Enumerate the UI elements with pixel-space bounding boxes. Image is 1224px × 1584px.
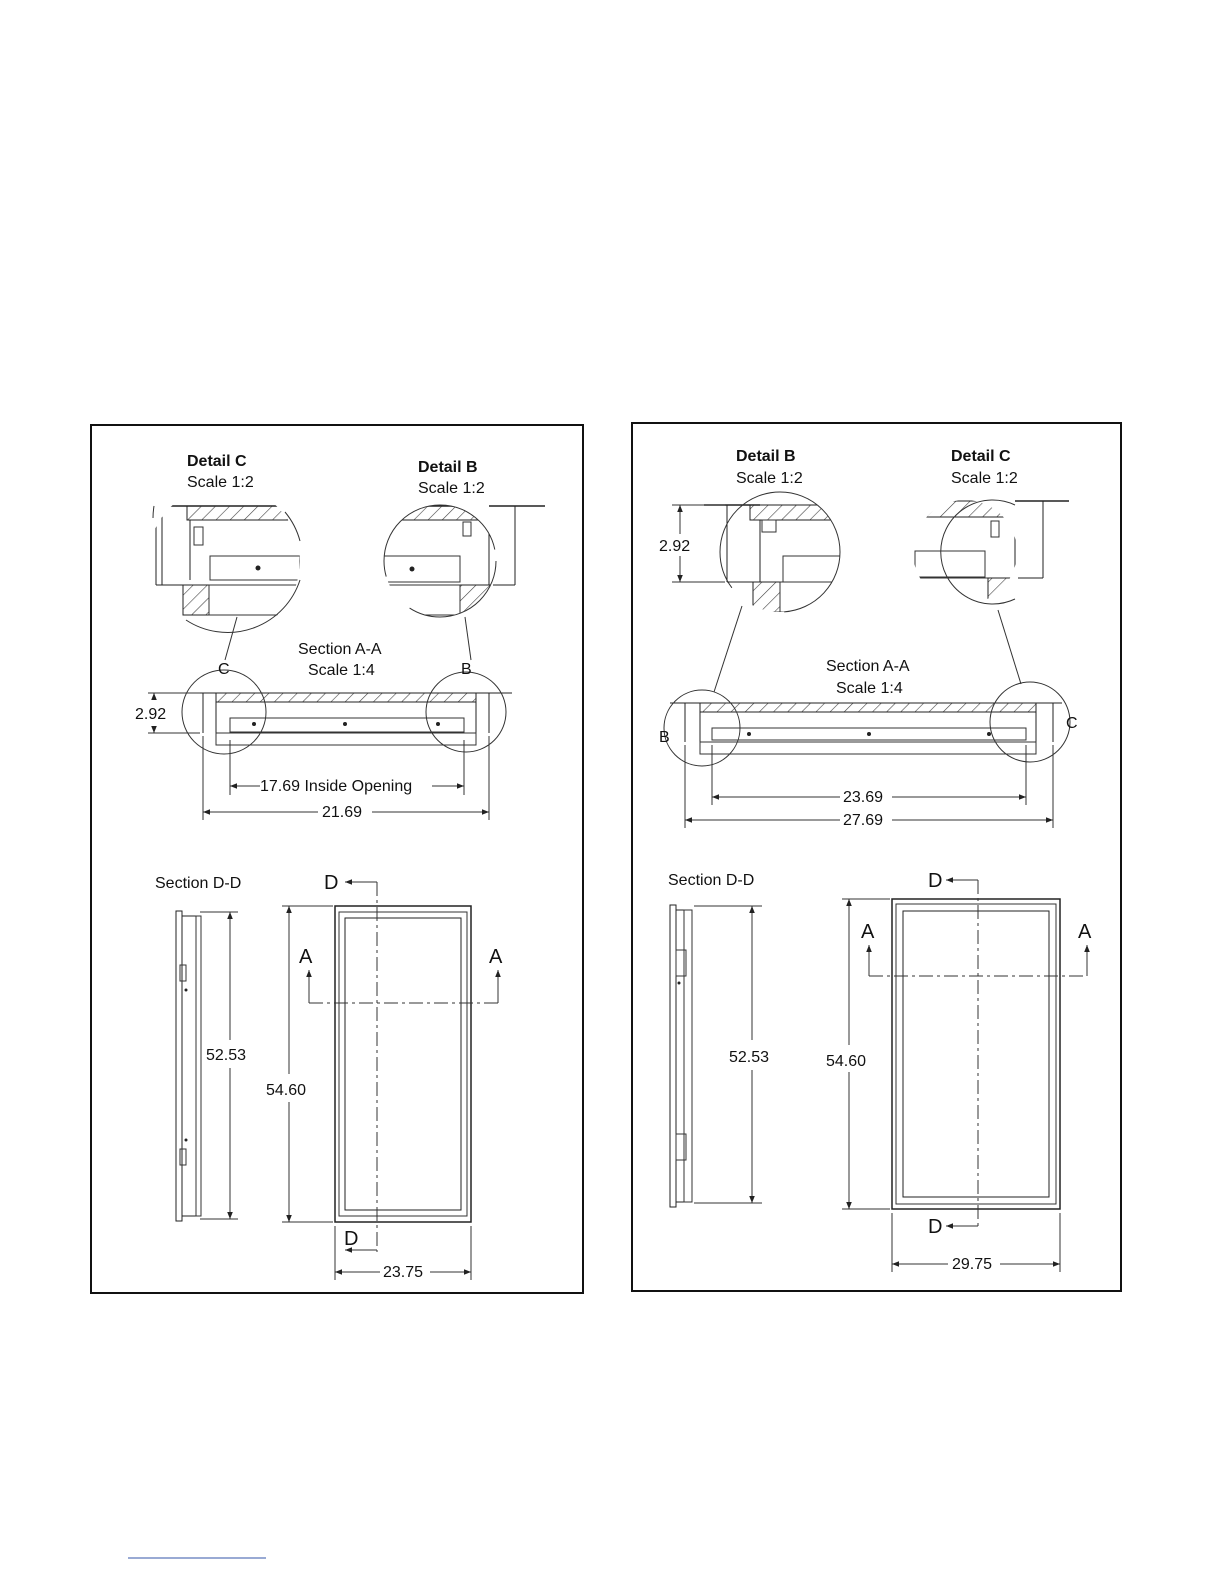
right-dim-front-h: 54.60 <box>826 1053 866 1070</box>
right-detail-c-scale: Scale 1:2 <box>951 470 1018 487</box>
left-detail-c-title: Detail C <box>187 453 247 470</box>
right-mark-d-bottom: D <box>928 1216 942 1238</box>
left-panel-frame <box>91 425 583 1293</box>
right-detail-c: Detail C Scale 1:2 <box>915 448 1069 608</box>
right-section-dd-title: Section D-D <box>668 872 754 889</box>
left-section-aa-title: Section A-A <box>298 641 382 658</box>
right-dim-front-w: 29.75 <box>952 1256 992 1273</box>
right-panel: Detail B Scale 1:2 2.92 Detail C <box>632 423 1121 1291</box>
left-detail-c-scale: Scale 1:2 <box>187 474 254 491</box>
right-section-aa: Section A-A Scale 1:4 B C 23.69 <box>659 658 1078 829</box>
left-panel: Detail C Scale 1:2 Detail B Scal <box>91 425 583 1293</box>
left-dim-height: 2.92 <box>135 706 166 723</box>
right-detail-c-title: Detail C <box>951 448 1011 465</box>
right-mark-a-right: A <box>1078 921 1092 943</box>
left-mark-a-left: A <box>299 946 313 968</box>
right-detail-b-title: Detail B <box>736 448 796 465</box>
right-section-aa-scale: Scale 1:4 <box>836 680 903 697</box>
left-dim-front-w: 23.75 <box>383 1264 423 1281</box>
left-detail-b-scale: Scale 1:2 <box>418 480 485 497</box>
right-dim-height: 2.92 <box>659 538 690 555</box>
left-dim-side: 52.53 <box>206 1047 246 1064</box>
left-callout-b: B <box>461 661 472 678</box>
right-section-dd: Section D-D 52.53 <box>668 872 769 1207</box>
left-callout-c: C <box>218 661 230 678</box>
left-detail-c: Detail C Scale 1:2 <box>128 453 300 632</box>
right-mark-d-top: D <box>928 870 942 892</box>
left-detail-b: Detail B Scale 1:2 <box>384 459 545 617</box>
left-section-dd-title: Section D-D <box>155 875 241 892</box>
left-mark-a-right: A <box>489 946 503 968</box>
left-detail-b-title: Detail B <box>418 459 478 476</box>
left-mark-d-bottom: D <box>344 1228 358 1250</box>
left-section-dd: Section D-D 52.53 <box>155 875 246 1221</box>
right-dim-overall: 27.69 <box>843 812 883 829</box>
right-front-view: D D A A 54.60 29.75 <box>826 870 1092 1273</box>
right-section-aa-title: Section A-A <box>826 658 910 675</box>
left-dim-front-h: 54.60 <box>266 1082 306 1099</box>
right-dim-inner: 23.69 <box>843 789 883 806</box>
left-dim-inside: 17.69 Inside Opening <box>260 778 412 795</box>
right-detail-b-scale: Scale 1:2 <box>736 470 803 487</box>
right-panel-frame <box>632 423 1121 1291</box>
right-callout-b: B <box>659 729 670 746</box>
right-detail-b: Detail B Scale 1:2 2.92 <box>659 448 873 612</box>
right-callout-c: C <box>1066 715 1078 732</box>
left-front-view: D D A A 54.60 23.75 <box>266 872 503 1281</box>
right-mark-a-left: A <box>861 921 875 943</box>
left-dim-overall: 21.69 <box>322 804 362 821</box>
left-section-aa-scale: Scale 1:4 <box>308 662 375 679</box>
left-mark-d-top: D <box>324 872 338 894</box>
left-section-aa: Section A-A Scale 1:4 C B 2.92 <box>135 641 512 821</box>
right-dim-side: 52.53 <box>729 1049 769 1066</box>
